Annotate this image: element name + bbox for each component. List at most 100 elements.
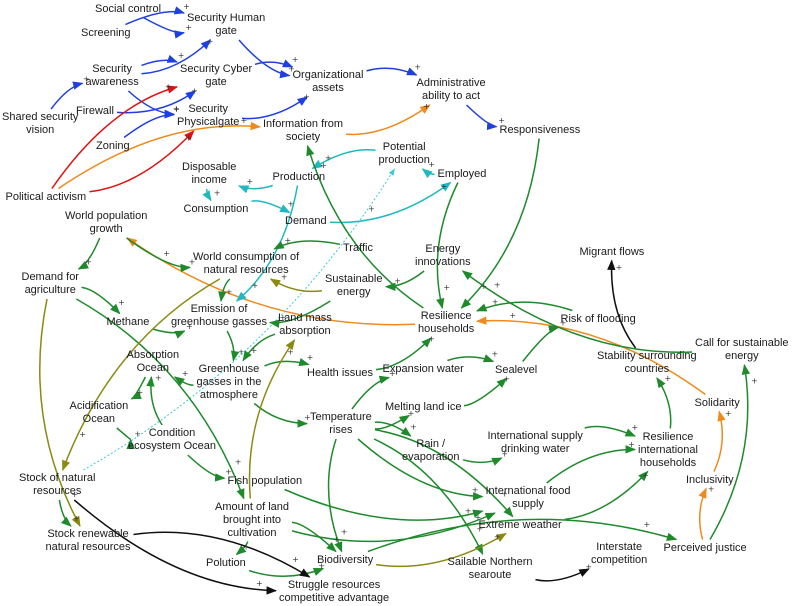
- polarity-sign: +: [560, 319, 567, 328]
- link-temperature-rises-to-international-food-supply: [357, 438, 484, 501]
- variable-label-line: gate: [205, 76, 227, 88]
- polarity-sign: +: [368, 204, 375, 213]
- variable-label-line: World consumption of: [193, 251, 300, 263]
- link-resilience-international-households-to-stability-surrounding: [656, 377, 672, 429]
- variable-label-line: atmosphere: [199, 388, 258, 401]
- link-ghg-atmosphere-to-absorption-ocean: [173, 376, 194, 386]
- variable-label-line: Melting land ice: [385, 400, 462, 413]
- link-extreme-weather-to-resilience-international-households: [564, 470, 649, 521]
- link-stock-natural-resources-to-stock-renewable: [58, 499, 72, 527]
- link-demand-for-agriculture-to-methane: [81, 286, 121, 315]
- link-world-consumption-to-emission-ghg: [218, 278, 231, 303]
- variable-social-control: Social control: [95, 3, 161, 16]
- polarity-sign: +: [225, 468, 232, 477]
- variable-label-line: Disposable: [182, 161, 237, 173]
- variable-label-line: competition: [591, 554, 648, 566]
- polarity-sign: +: [616, 263, 623, 272]
- link-call-for-sustainable-energy-to-energy-innovations: [461, 270, 693, 353]
- link-temperature-rises-to-melting-land-ice: [374, 414, 410, 430]
- variable-label-line: Sealevel: [495, 363, 538, 376]
- variable-label-line: Consumption: [183, 202, 249, 215]
- variable-biodiversity: Biodiversity: [317, 554, 373, 567]
- variable-label-line: Struggle resources: [287, 579, 381, 591]
- variable-label-line: Polution: [206, 556, 246, 569]
- polarity-sign: +: [307, 353, 314, 362]
- variable-label-line: Acidification: [69, 400, 129, 412]
- variable-label-line: drinking water: [500, 443, 570, 455]
- polarity-sign: +: [185, 23, 192, 32]
- link-methane-to-emission-ghg: [152, 328, 186, 339]
- polarity-sign: +: [501, 450, 508, 459]
- variable-label-line: Risk of flooding: [560, 312, 636, 325]
- link-stock-renewable-to-struggle-resources: [133, 531, 311, 578]
- polarity-sign: +: [320, 161, 327, 170]
- link-demand-to-employed: [329, 181, 452, 224]
- variable-label-line: ability to act: [421, 90, 481, 102]
- variable-label-line: Shared security: [2, 111, 79, 123]
- polarity-signs: ++++++++++++++++++++++++++++++++++++++++…: [71, 2, 757, 588]
- polarity-sign: +: [494, 533, 501, 542]
- link-energy-innovations-to-sustainable-energy: [384, 270, 425, 292]
- link-stability-surrounding-to-migrant-flows: [607, 259, 637, 349]
- link-inclusivity-to-solidarity: [713, 410, 726, 472]
- link-amount-of-land-to-polution: [235, 541, 249, 556]
- variable-methane: Methane: [107, 316, 150, 329]
- variable-label-line: assets: [312, 82, 344, 94]
- link-potential-production-to-production: [311, 149, 376, 170]
- polarity-sign: +: [247, 177, 254, 186]
- polarity-sign: +: [182, 369, 189, 378]
- variable-perceived-justice: Perceived justice: [664, 542, 747, 555]
- variable-label-line: ecosystem Ocean: [128, 440, 217, 452]
- variable-health-issues: Health issues: [307, 367, 373, 380]
- variable-responsiveness: Responsiveness: [500, 124, 581, 137]
- variable-label-line: agriculture: [24, 284, 76, 296]
- link-amount-of-land-to-biodiversity: [291, 521, 337, 553]
- variable-label-line: society: [285, 131, 321, 143]
- variable-label-line: Condition: [148, 427, 196, 439]
- link-emission-ghg-to-ghg-atmosphere: [226, 330, 240, 362]
- link-organizational-assets-to-administrative-ability: [366, 67, 418, 76]
- link-responsiveness-to-resilience-households: [460, 138, 540, 309]
- variable-label-line: Ocean: [136, 362, 169, 374]
- link-demand-for-agriculture-to-stock-renewable: [39, 298, 81, 527]
- link-political-activism-to-security-cyber-gate: [51, 85, 179, 189]
- link-security-awareness-to-security-cyber-gate: [141, 54, 178, 67]
- link-screening-to-security-human-gate: [125, 6, 186, 26]
- variable-expansion-water: Expansion water: [383, 363, 464, 376]
- polarity-sign: +: [642, 471, 649, 480]
- polarity-sign: +: [389, 369, 396, 378]
- link-biodiversity-to-perceived-justice: [367, 518, 678, 553]
- polarity-sign: +: [134, 430, 141, 439]
- variable-label-line: Zoning: [96, 139, 130, 152]
- link-condition-ecosystem-ocean-to-absorption-ocean: [146, 375, 163, 426]
- variable-label-line: rises: [329, 424, 353, 436]
- link-firewall-to-security-cyber-gate: [116, 90, 197, 114]
- variable-label-line: Solidarity: [694, 396, 740, 409]
- variable-label-line: Information from: [263, 118, 344, 130]
- link-zoning-to-security-physical-gate: [123, 110, 176, 139]
- polarity-sign: +: [235, 458, 242, 467]
- polarity-sign: +: [285, 236, 292, 245]
- variable-label-line: Energy: [425, 243, 461, 255]
- polarity-sign: +: [509, 311, 516, 320]
- link-social-control-to-security-human-gate: [142, 16, 186, 39]
- link-acidification-ocean-to-condition-ecosystem-ocean: [116, 427, 132, 441]
- link-consumption-to-demand: [251, 200, 291, 214]
- link-amount-of-land-to-international-food-supply: [291, 512, 496, 543]
